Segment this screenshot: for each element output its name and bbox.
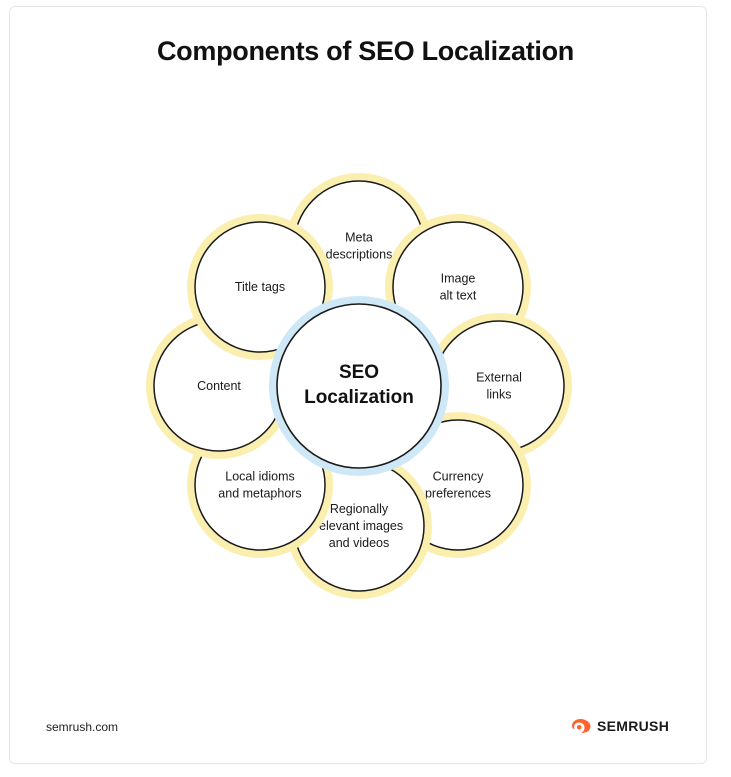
node-label-line: links xyxy=(486,388,511,402)
node-label-line: Content xyxy=(197,379,241,393)
brand-name: SEMRUSH xyxy=(597,718,670,734)
node-label-line: preferences xyxy=(425,486,491,500)
node-label-line: and metaphors xyxy=(218,486,301,500)
node-label-line: Regionally xyxy=(330,502,389,516)
node-label-line: Meta xyxy=(345,231,373,245)
center-circle xyxy=(276,303,442,469)
node-label-line: alt text xyxy=(440,289,477,303)
center-label-line: Localization xyxy=(304,387,414,408)
node-label-line: Currency xyxy=(433,469,484,483)
center-label-line: SEO xyxy=(339,362,379,383)
node-label-line: Title tags xyxy=(235,280,285,294)
node-circle xyxy=(194,221,326,353)
node-label-line: Image xyxy=(441,272,476,286)
page-title: Components of SEO Localization xyxy=(156,36,574,66)
semrush-logo: SEMRUSH xyxy=(570,718,669,734)
node-label-line: relevant images xyxy=(315,519,403,533)
node-label-line: descriptions xyxy=(326,248,393,262)
node-label-line: Local idioms xyxy=(225,469,294,483)
center-node: SEO Localization xyxy=(269,296,449,476)
node-label-line: External xyxy=(476,371,522,385)
site-url: semrush.com xyxy=(46,720,119,734)
node-label-line: and videos xyxy=(329,536,389,550)
semrush-flame-icon xyxy=(572,719,591,733)
